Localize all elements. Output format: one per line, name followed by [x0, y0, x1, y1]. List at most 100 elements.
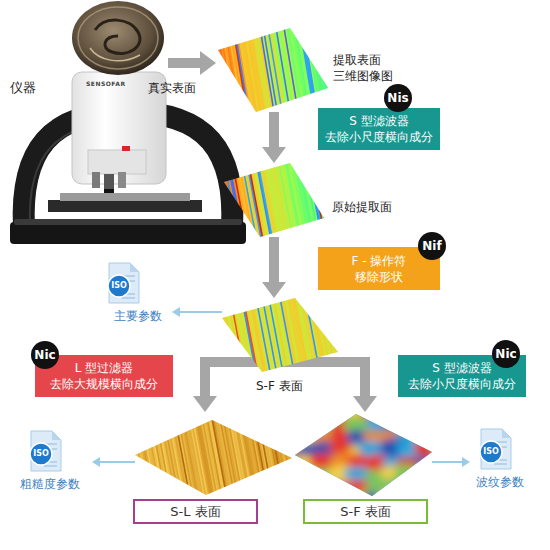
surface-streak [316, 163, 330, 237]
coin-rim [78, 7, 158, 69]
wave-blob [277, 494, 298, 510]
parameter-arrow [100, 461, 135, 463]
surface-streak [217, 163, 231, 237]
iso-parameter-icon: ISO 波纹参数 [468, 428, 542, 490]
surface-heading: 提取表面 三维图像图 [333, 52, 405, 84]
surface-images [115, 28, 458, 513]
surface-streak [208, 28, 222, 112]
wave-blob [398, 480, 425, 499]
surface-label-box: S-F 表面 [303, 499, 428, 524]
wave-blob [276, 412, 306, 431]
wave-blob [278, 401, 304, 420]
surface-streak [310, 163, 324, 237]
status-light [122, 146, 130, 151]
node-text: Nic [31, 341, 59, 369]
document-fold [502, 429, 511, 438]
profilometer-instrument [10, 72, 246, 244]
surface-streak [206, 163, 220, 237]
node-text: S-F 表面 [305, 501, 426, 522]
ni-badge: Nif [418, 232, 446, 260]
surface-texture [115, 420, 307, 495]
surface-streak [316, 298, 330, 372]
wave-blob [415, 466, 439, 480]
surface-streak [200, 28, 214, 112]
surface-streak [215, 298, 229, 372]
iso-mark: ISO [480, 446, 502, 458]
surface-streak [212, 298, 226, 372]
surface-texture [204, 163, 340, 237]
document-sheet [109, 263, 139, 303]
wave-blob [429, 416, 453, 430]
wave-blob [394, 464, 419, 484]
wave-blob [416, 400, 440, 417]
surface-streak [335, 298, 349, 372]
wave-blob [394, 494, 422, 510]
surface-streak [204, 28, 218, 112]
surface-streak [319, 163, 333, 237]
iso-parameter-icon: ISO粗糙度参数 [18, 430, 92, 492]
surface-streak [212, 28, 226, 112]
surface-streak [302, 163, 316, 237]
surface-streak [120, 420, 134, 495]
wave-blob [414, 438, 440, 457]
document-fold [130, 263, 139, 272]
surface-streak [330, 298, 344, 372]
surface-streak [315, 28, 329, 112]
parameter-arrow [180, 311, 222, 313]
coin-relief [90, 48, 140, 61]
wave-blob [364, 482, 392, 498]
surface-streak [221, 298, 235, 372]
wave-blob [399, 413, 424, 430]
surface-streak [280, 420, 294, 495]
parameter-label: 主要参数 [114, 308, 162, 324]
surface-streak [205, 298, 219, 372]
document-sheet [481, 429, 511, 469]
coin-sample [72, 1, 164, 75]
wave-blob [429, 482, 452, 498]
parameter-label: 波纹参数 [476, 474, 524, 490]
badge-circle [384, 84, 412, 112]
wave-blob [434, 429, 454, 441]
surface-streak [314, 298, 328, 372]
wave-blob [296, 470, 323, 485]
stage-plate [48, 200, 202, 212]
surface-streak [312, 28, 326, 112]
node-text: S-L 表面 [135, 501, 256, 522]
surface-streak [118, 420, 132, 495]
ni-badge: Nis [384, 84, 412, 112]
surface-streak [210, 298, 224, 372]
wave-blob [396, 400, 420, 415]
iso-badge [480, 441, 502, 463]
wave-blob [415, 458, 441, 471]
wave-blob [293, 401, 321, 419]
surface-streak [336, 298, 350, 372]
objective-lens [118, 172, 126, 188]
surface-streak [216, 298, 230, 372]
surface-streak [217, 28, 231, 112]
surface-streak [223, 163, 237, 237]
parameter-label: 粗糙度参数 [20, 476, 80, 492]
surface-streak [214, 163, 228, 237]
surface-streak [320, 28, 334, 112]
filter-box: S 型滤波器 去除小尺度横向成分 [318, 108, 440, 150]
surface-streak [204, 298, 218, 372]
surface-texture [198, 28, 343, 112]
surface-streak [338, 298, 352, 372]
process-arrow [269, 112, 279, 147]
surface-streak [201, 28, 215, 112]
surface-streak [218, 163, 232, 237]
wave-blob [312, 417, 334, 429]
surface-streak [325, 298, 339, 372]
wave-blob [273, 466, 302, 483]
surface-streak [314, 163, 328, 237]
surface-streak [216, 28, 230, 112]
caption-label: 仪器 [10, 80, 36, 96]
document-fold [52, 431, 61, 440]
node-text: Nif [418, 232, 446, 260]
surface-streak [319, 298, 333, 372]
surface-streak [126, 420, 140, 495]
wave-blob [313, 399, 336, 417]
node-text: S 型滤波器 去除小尺度横向成分 [318, 108, 440, 150]
